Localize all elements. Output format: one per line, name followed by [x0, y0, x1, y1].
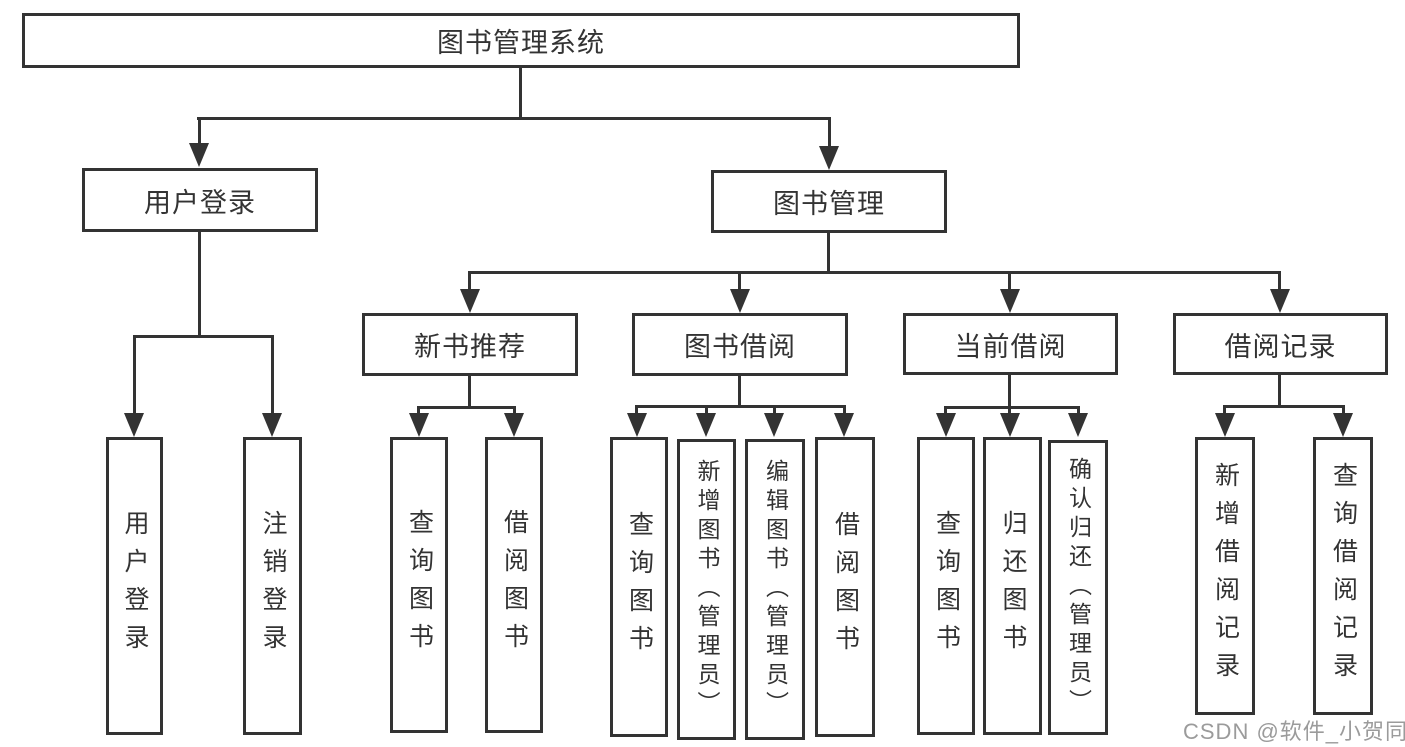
- arrowhead-icon: [262, 413, 282, 437]
- leaf-edit-books-admin: 编辑图书（管理员）: [745, 439, 805, 740]
- node-book-mgmt: 图书管理: [711, 170, 947, 233]
- arrowhead-icon: [409, 413, 429, 437]
- connector-stem-login-leaf1: [133, 338, 136, 414]
- arrowhead-icon: [764, 413, 784, 437]
- node-borrow-records: 借阅记录: [1173, 313, 1388, 375]
- connector-stem: [513, 409, 516, 414]
- node-book-mgmt-label: 图书管理: [773, 189, 885, 219]
- connector-stem: [773, 408, 776, 414]
- arrowhead-icon: [1000, 289, 1020, 313]
- connector-stem: [635, 408, 638, 414]
- leaf-logout-label: 注销登录: [259, 510, 287, 662]
- connector-mgmt-hline: [468, 271, 1281, 274]
- arrowhead-icon: [936, 413, 956, 437]
- leaf-add-books-admin-label: 新增图书（管理员）: [694, 459, 720, 720]
- node-current-borrow: 当前借阅: [903, 313, 1118, 375]
- arrowhead-icon: [819, 146, 839, 170]
- connector-stem-new-book: [468, 274, 471, 291]
- connector-stem-borrow-records: [1278, 274, 1281, 291]
- connector-login-trunk: [198, 232, 201, 338]
- connector-records-hline: [1223, 405, 1345, 408]
- leaf-borrow-books-1-label: 借阅图书: [500, 509, 529, 661]
- arrowhead-icon: [1068, 413, 1088, 437]
- arrowhead-icon: [1270, 289, 1290, 313]
- connector-root-trunk: [519, 68, 522, 120]
- leaf-query-books-1: 查询图书: [390, 437, 448, 733]
- node-library-system: 图书管理系统: [22, 13, 1020, 68]
- arrowhead-icon: [696, 413, 716, 437]
- connector-stem: [1223, 408, 1226, 414]
- arrowhead-icon: [124, 413, 144, 437]
- leaf-edit-books-admin-label: 编辑图书（管理员）: [762, 459, 789, 720]
- node-current-borrow-label: 当前借阅: [954, 331, 1067, 362]
- leaf-add-books-admin: 新增图书（管理员）: [677, 439, 736, 740]
- leaf-query-books-3-label: 查询图书: [932, 510, 961, 662]
- connector-stem-book-borrow: [738, 274, 741, 291]
- leaf-confirm-return-admin: 确认归还（管理员）: [1048, 440, 1108, 735]
- leaf-borrow-books-2-label: 借阅图书: [831, 511, 860, 663]
- leaf-query-books-1-label: 查询图书: [405, 509, 434, 661]
- leaf-borrow-books-2: 借阅图书: [815, 437, 875, 737]
- arrowhead-icon: [1000, 413, 1020, 437]
- connector-mgmt-trunk: [827, 233, 830, 273]
- node-library-system-label: 图书管理系统: [437, 28, 605, 58]
- leaf-confirm-return-admin-label: 确认归还（管理员）: [1065, 457, 1092, 718]
- connector-stem-book-mgmt: [828, 118, 831, 147]
- node-new-book-recommend: 新书推荐: [362, 313, 578, 376]
- leaf-query-borrow-record: 查询借阅记录: [1313, 437, 1373, 715]
- leaf-user-login: 用户登录: [106, 437, 163, 735]
- connector-newbook-hline: [417, 406, 516, 409]
- arrowhead-icon: [1215, 413, 1235, 437]
- connector-newbook-trunk: [468, 376, 471, 409]
- node-new-book-recommend-label: 新书推荐: [414, 332, 526, 362]
- leaf-add-borrow-record: 新增借阅记录: [1195, 437, 1255, 715]
- connector-root-hline: [197, 117, 831, 120]
- arrowhead-icon: [460, 289, 480, 313]
- connector-current-hline: [944, 406, 1080, 409]
- node-borrow-records-label: 借阅记录: [1224, 331, 1337, 362]
- connector-stem: [417, 409, 420, 414]
- leaf-borrow-books-1: 借阅图书: [485, 437, 543, 733]
- arrowhead-icon: [1333, 413, 1353, 437]
- leaf-query-books-3: 查询图书: [917, 437, 975, 735]
- connector-stem: [705, 408, 708, 414]
- connector-stem: [1008, 409, 1011, 414]
- connector-stem: [944, 409, 947, 414]
- connector-borrow-hline: [635, 405, 846, 408]
- leaf-return-books-label: 归还图书: [999, 510, 1027, 662]
- arrowhead-icon: [189, 143, 209, 167]
- node-book-borrow: 图书借阅: [632, 313, 848, 376]
- connector-stem: [1342, 408, 1345, 414]
- connector-records-trunk: [1278, 375, 1281, 408]
- connector-login-hline: [133, 335, 274, 338]
- connector-stem: [1077, 409, 1080, 414]
- arrowhead-icon: [834, 413, 854, 437]
- node-book-borrow-label: 图书借阅: [684, 332, 796, 362]
- leaf-user-login-label: 用户登录: [121, 510, 149, 662]
- connector-current-trunk: [1008, 375, 1011, 409]
- node-user-login: 用户登录: [82, 168, 318, 232]
- connector-stem-current-borrow: [1008, 274, 1011, 291]
- connector-borrow-trunk: [738, 376, 741, 408]
- connector-stem-login-leaf2: [271, 338, 274, 414]
- leaf-query-books-2: 查询图书: [610, 437, 668, 737]
- connector-stem-user-login: [198, 118, 201, 145]
- connector-stem: [843, 408, 846, 414]
- leaf-add-borrow-record-label: 新增借阅记录: [1211, 462, 1240, 690]
- csdn-watermark: CSDN @软件_小贺同学: [1183, 719, 1405, 744]
- leaf-logout: 注销登录: [243, 437, 302, 735]
- leaf-return-books: 归还图书: [983, 437, 1042, 735]
- node-user-login-label: 用户登录: [144, 187, 256, 218]
- arrowhead-icon: [627, 413, 647, 437]
- leaf-query-books-2-label: 查询图书: [625, 511, 654, 663]
- arrowhead-icon: [504, 413, 524, 437]
- leaf-query-borrow-record-label: 查询借阅记录: [1329, 462, 1358, 690]
- arrowhead-icon: [730, 289, 750, 313]
